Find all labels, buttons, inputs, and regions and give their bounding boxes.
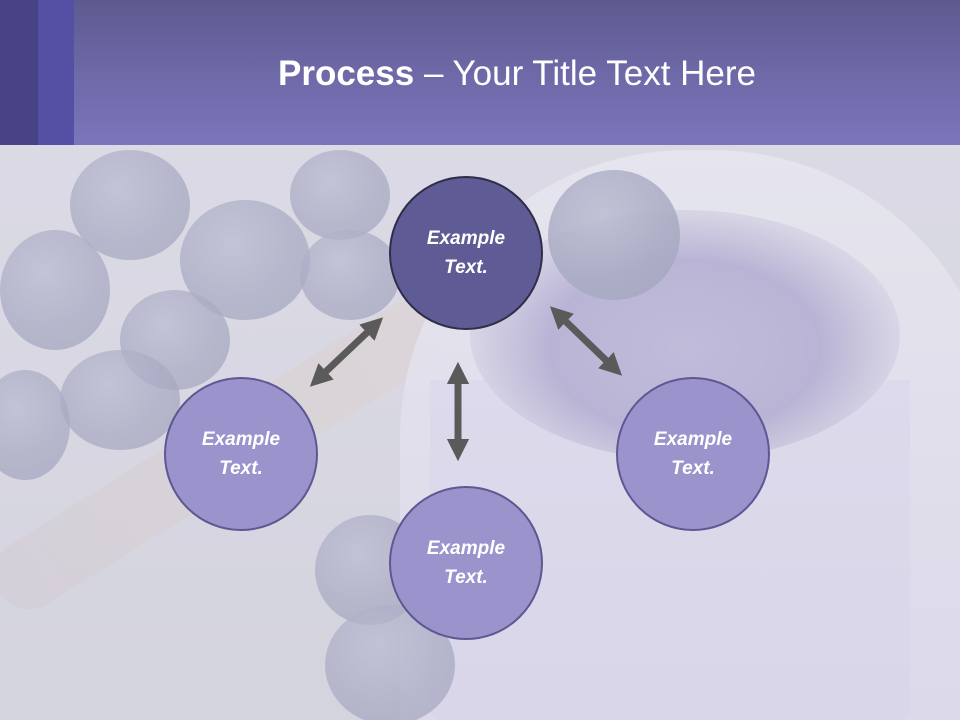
title-bar-accent-dark	[0, 0, 38, 145]
slide-title-rest: – Your Title Text Here	[414, 54, 756, 93]
right-node: Example Text.	[616, 377, 770, 531]
left-node-label: Example Text.	[201, 429, 281, 479]
blueberry-decor	[0, 370, 70, 480]
center-node: Example Text.	[389, 176, 543, 330]
blueberry-decor	[548, 170, 680, 300]
slide-title-strong: Process	[278, 54, 415, 93]
right-double-arrow	[549, 306, 623, 376]
left-double-arrow	[309, 317, 384, 387]
slide-title: Process – Your Title Text Here	[74, 52, 960, 96]
title-bar: Process – Your Title Text Here	[0, 0, 960, 145]
bottom-node: Example Text.	[389, 486, 543, 640]
blueberry-decor	[290, 150, 390, 240]
blueberry-decor	[60, 350, 180, 450]
left-node: Example Text.	[164, 377, 318, 531]
blueberry-decor	[70, 150, 190, 260]
center-node-label: Example Text.	[426, 228, 506, 278]
blueberry-decor	[300, 230, 400, 320]
right-node-label: Example Text.	[653, 429, 733, 479]
blueberry-decor	[0, 230, 110, 350]
bottom-node-label: Example Text.	[426, 538, 506, 588]
title-bar-accent	[38, 0, 74, 145]
